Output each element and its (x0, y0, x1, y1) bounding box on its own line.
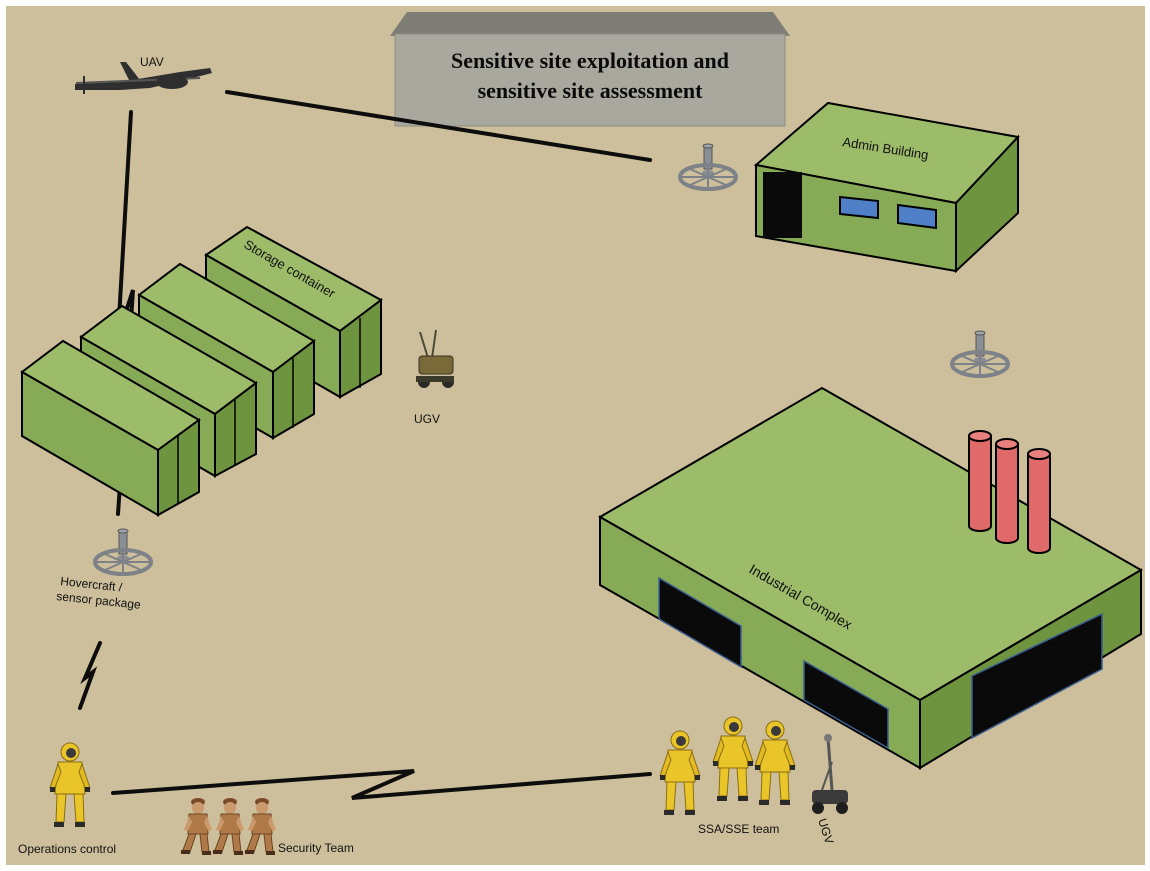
link-hovercraft-to-operations (78, 641, 102, 710)
security-team-label: Security Team (278, 841, 354, 855)
link-operations-to-team (111, 769, 652, 800)
industrial-complex: Industrial Complex (597, 386, 1143, 770)
title-banner: Sensitive site exploitation and sensitiv… (390, 12, 790, 127)
storage-container-1 (20, 339, 201, 517)
title-line-1: Sensitive site exploitation and (451, 48, 729, 73)
storage-containers: Storage container (20, 225, 383, 517)
operations-control-label: Operations control (18, 842, 116, 856)
admin-building: Admin Building (753, 101, 1020, 274)
industrial-bay-door-3 (971, 612, 1103, 740)
ugv-top-label: UGV (414, 412, 440, 426)
hovercraft-label-line-1: Hovercraft / (60, 574, 124, 594)
industrial-bay-door-2 (803, 659, 889, 750)
admin-door (763, 172, 802, 238)
link-uav-to-sensor (225, 90, 652, 162)
uav-aircraft-icon (75, 62, 212, 94)
uav-label: UAV (140, 55, 164, 69)
admin-window-2 (897, 203, 937, 230)
ugv-robot-icon-top (416, 329, 454, 388)
industrial-bay-door-1 (658, 576, 742, 669)
chimney-stacks (968, 430, 1051, 554)
admin-window-1 (839, 195, 879, 220)
title-line-2: sensitive site assessment (478, 78, 704, 103)
ssa-sse-team-label: SSA/SSE team (698, 822, 779, 836)
ugv-robot-icon-bottom (812, 734, 848, 814)
